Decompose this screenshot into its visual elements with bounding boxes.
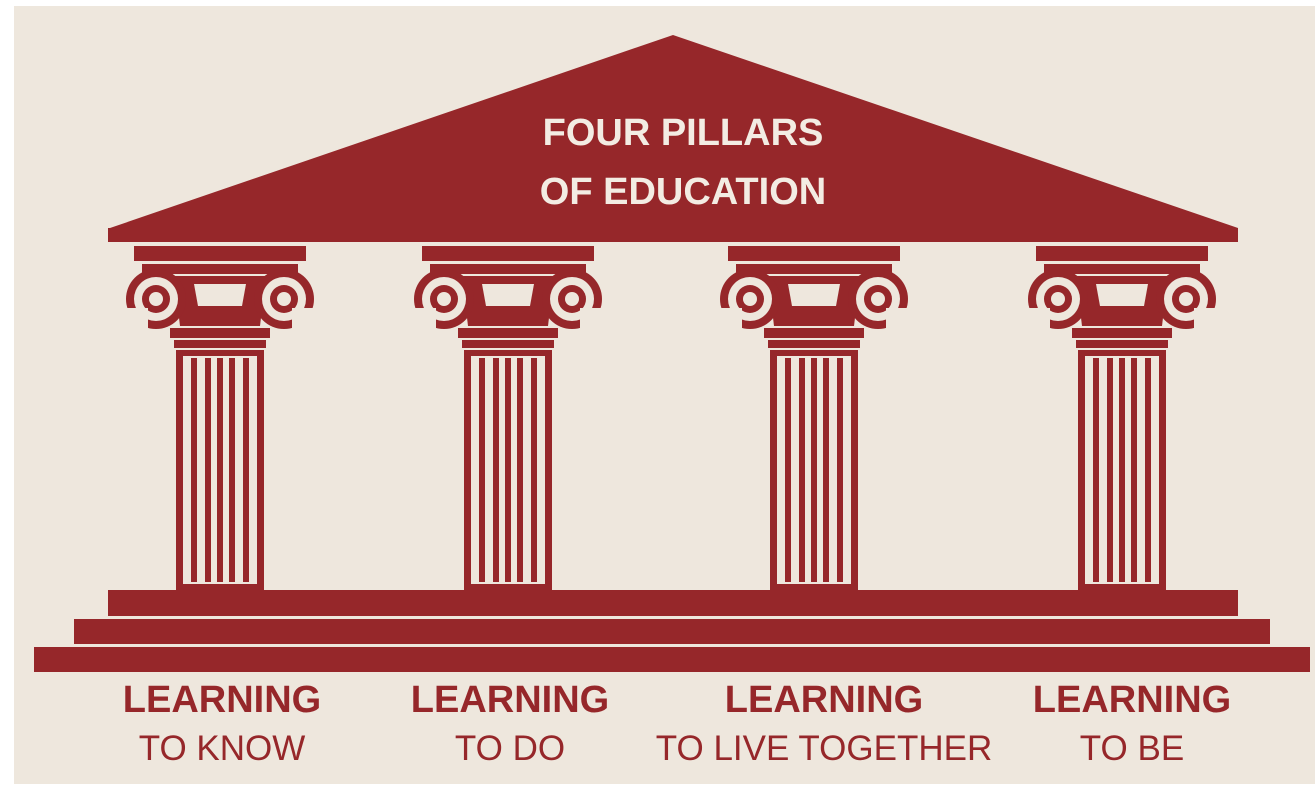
pillar-3-label-main: LEARNING bbox=[725, 679, 923, 721]
step-middle bbox=[74, 619, 1270, 644]
pillar-1-label-sub: TO KNOW bbox=[139, 729, 306, 768]
pillar-2 bbox=[410, 246, 606, 590]
pillar-1 bbox=[122, 246, 318, 590]
pillar-2-label-main: LEARNING bbox=[411, 679, 609, 721]
roof-pediment bbox=[110, 35, 1238, 228]
pillar-4 bbox=[1024, 246, 1220, 590]
pillar-4-label-main: LEARNING bbox=[1033, 679, 1231, 721]
pillar-1-label-main: LEARNING bbox=[123, 679, 321, 721]
step-bottom bbox=[34, 647, 1310, 672]
diagram-background: FOUR PILLARS OF EDUCATION LEARNING TO KN… bbox=[14, 6, 1315, 784]
four-pillars-diagram: FOUR PILLARS OF EDUCATION LEARNING TO KN… bbox=[34, 35, 1310, 768]
pillar-2-label-sub: TO DO bbox=[455, 729, 565, 768]
roof-title-line2: OF EDUCATION bbox=[540, 171, 826, 213]
roof-base bbox=[108, 228, 1238, 242]
pillar-4-label-sub: TO BE bbox=[1080, 729, 1184, 768]
pillar-3 bbox=[716, 246, 912, 590]
roof-title-line1: FOUR PILLARS bbox=[543, 112, 824, 154]
pillar-3-label-sub: TO LIVE TOGETHER bbox=[656, 729, 992, 768]
step-top bbox=[108, 590, 1238, 616]
